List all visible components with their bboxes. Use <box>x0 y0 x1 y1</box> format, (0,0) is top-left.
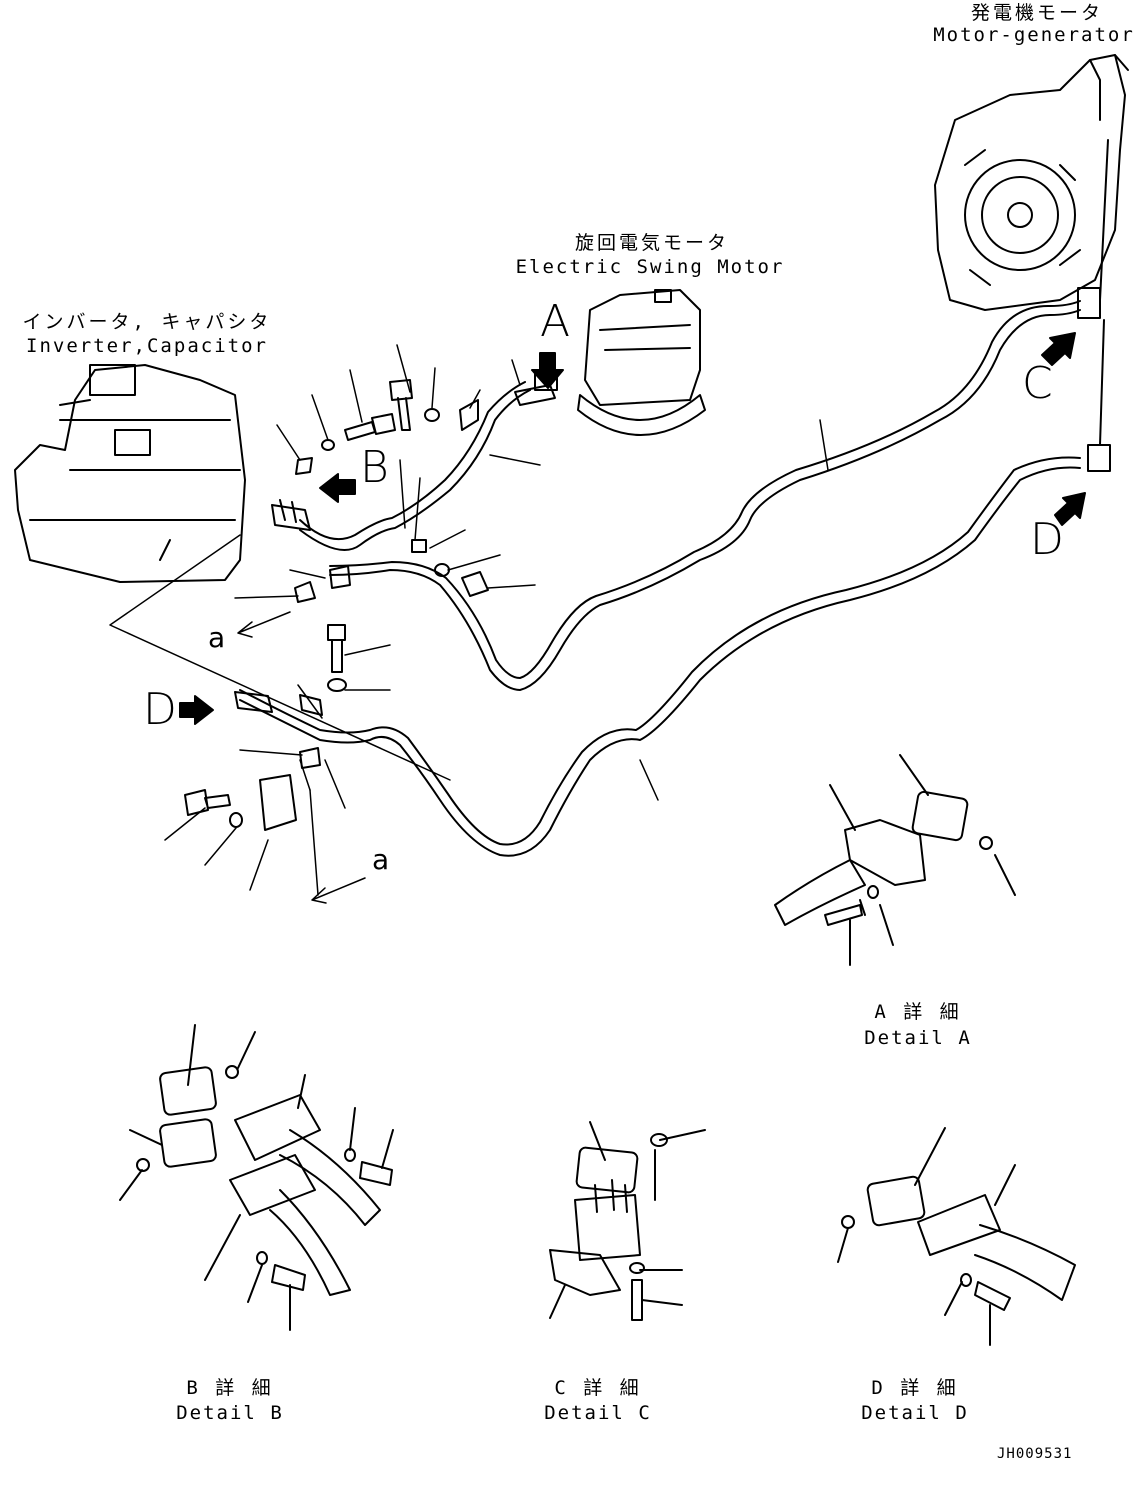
hardware-parts <box>184 379 489 831</box>
detail-a-illustration <box>774 754 1016 966</box>
direction-arrows <box>179 332 1086 725</box>
harness-connectors <box>234 384 556 713</box>
view-letter-a: A <box>540 296 571 347</box>
detail-a-caption-jp: A 詳 細 <box>874 1001 962 1023</box>
view-letter-d-left: D <box>143 684 177 735</box>
motor-generator-illustration <box>934 54 1129 472</box>
detail-b-caption-en: Detail B <box>176 1402 284 1424</box>
swing-motor-label-jp: 旋回電気モータ <box>574 232 730 254</box>
harness-cables <box>239 300 1081 857</box>
swing-motor-illustration <box>534 289 706 436</box>
motor-generator-label-en: Motor-generator <box>933 24 1135 46</box>
detail-d-illustration <box>837 1127 1076 1346</box>
view-letter-b: B <box>360 442 389 493</box>
detail-c-caption-jp: C 詳 細 <box>554 1377 642 1399</box>
view-letter-a-lower-upper: a <box>208 621 226 654</box>
view-letter-d-right: D <box>1030 514 1064 565</box>
drawing-code: JH009531 <box>997 1446 1073 1462</box>
detail-b-caption-jp: B 詳 細 <box>186 1377 274 1399</box>
leader-lines <box>109 344 829 896</box>
inverter-label-en: Inverter,Capacitor <box>26 335 268 357</box>
detail-d-caption-en: Detail D <box>861 1402 969 1424</box>
view-a-arrows <box>237 611 366 904</box>
view-letter-c: C <box>1022 358 1053 409</box>
detail-a-caption-en: Detail A <box>864 1027 972 1049</box>
inverter-label-jp: インバータ, キャパシタ <box>22 311 272 333</box>
detail-c-caption-en: Detail C <box>544 1402 652 1424</box>
swing-motor-label-en: Electric Swing Motor <box>515 256 785 278</box>
detail-d-caption-jp: D 詳 細 <box>871 1377 959 1399</box>
inverter-capacitor-illustration <box>14 364 246 583</box>
view-letter-a-lower-lower: a <box>372 843 390 876</box>
detail-b-illustration <box>119 1024 394 1331</box>
motor-generator-label-jp: 発電機モータ <box>970 2 1104 24</box>
detail-c-illustration <box>549 1121 706 1321</box>
